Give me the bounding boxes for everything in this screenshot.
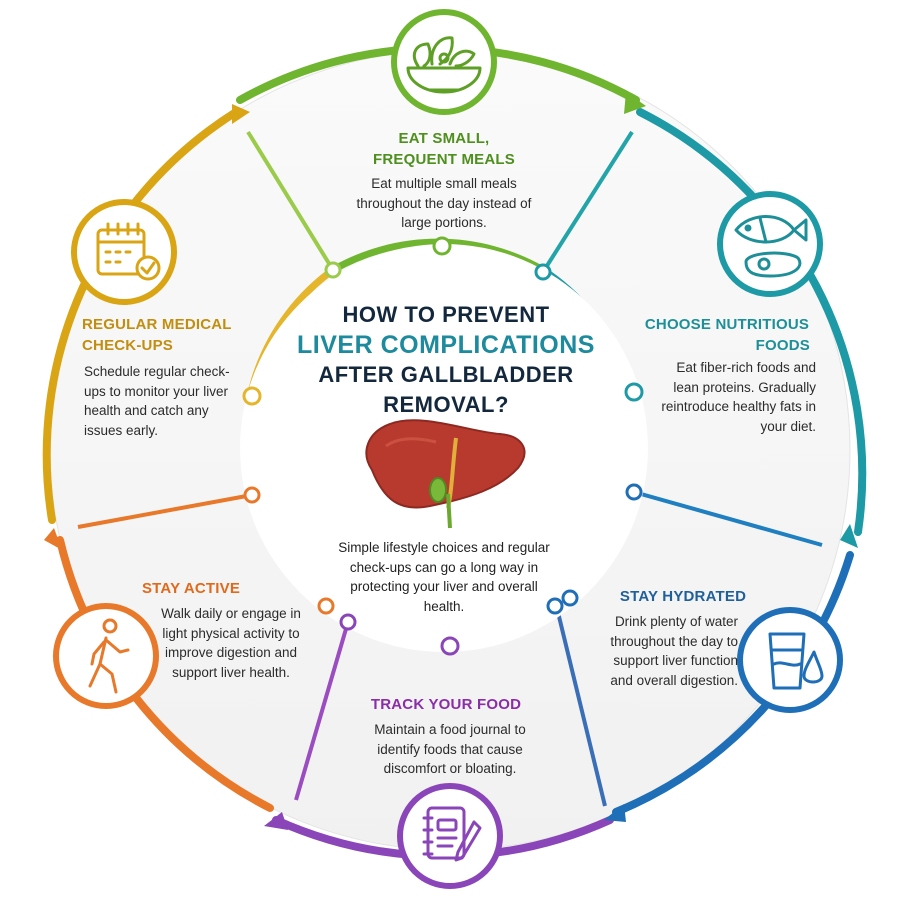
dot-bottom xyxy=(440,636,460,656)
nutrition-description: Eat fiber-rich foods and lean proteins. … xyxy=(661,360,816,434)
liver-illustration xyxy=(365,419,526,529)
arrow-active xyxy=(44,528,62,550)
center-title-line3: AFTER GALLBLADDER xyxy=(318,362,574,387)
connector-dots xyxy=(242,236,644,656)
arrow-nutrition xyxy=(840,524,858,548)
badge-checkups xyxy=(71,199,177,305)
meals-description: Eat multiple small meals throughout the … xyxy=(356,176,532,230)
center-title-line1: HOW TO PREVENT xyxy=(342,302,550,327)
calendar-check-icon xyxy=(96,222,161,281)
arrow-meals xyxy=(624,92,646,114)
badge-track xyxy=(397,783,503,889)
badge-hydrated xyxy=(737,607,843,713)
dot-top-left xyxy=(324,261,342,279)
spoke-track-active xyxy=(294,621,350,801)
dot-bottom-left-b xyxy=(317,597,335,615)
dot-top xyxy=(432,236,452,256)
checkups-description: Schedule regular check-ups to monitor yo… xyxy=(84,364,230,438)
arrow-checkups xyxy=(232,104,250,124)
dot-right-lower xyxy=(625,483,643,501)
hydrated-title: STAY HYDRATED xyxy=(619,588,747,605)
dot-bottom-right xyxy=(546,597,564,615)
nutrition-title-line1: CHOOSE NUTRITIOUS xyxy=(644,316,810,333)
nutrition-title: CHOOSE NUTRITIOUS FOODS xyxy=(628,314,826,356)
active-description: Walk daily or engage in light physical a… xyxy=(161,606,301,680)
meals-title-line2: FREQUENT MEALS xyxy=(373,151,515,168)
meals-title: EAT SMALL, FREQUENT MEALS xyxy=(330,128,558,170)
arrow-hydrated xyxy=(604,804,626,822)
water-glass-icon xyxy=(768,632,824,690)
outer-arc-checkups xyxy=(42,108,240,524)
outer-arc-nutrition xyxy=(636,108,867,536)
active-title: STAY ACTIVE xyxy=(141,580,241,597)
dot-bottom-left xyxy=(339,613,357,631)
center-title: HOW TO PREVENT LIVER COMPLICATIONS AFTER… xyxy=(296,300,596,420)
spoke-active-checkups xyxy=(77,493,253,529)
track-title: TRACK YOUR FOOD xyxy=(370,696,522,713)
spoke-meals-checkups xyxy=(246,130,335,272)
walking-person-icon xyxy=(88,618,130,694)
badge-nutrition xyxy=(717,191,823,297)
center-description: Simple lifestyle choices and regular che… xyxy=(338,540,550,614)
dot-top-right xyxy=(534,263,552,281)
hydrated-description: Drink plenty of water throughout the day… xyxy=(610,614,738,688)
checkups-title-line2: CHECK-UPS xyxy=(82,337,173,354)
track-description: Maintain a food journal to identify food… xyxy=(374,722,526,776)
dot-left xyxy=(242,386,262,406)
dot-left-lower xyxy=(243,486,261,504)
spoke-nutrition-hydrated xyxy=(633,490,823,547)
outer-arc-hydrated xyxy=(612,551,854,816)
dot-right xyxy=(624,382,644,402)
arrow-track xyxy=(264,812,288,830)
nutrition-title-line2: FOODS xyxy=(755,337,810,354)
badge-active xyxy=(53,603,159,709)
dot-bottom-right-b xyxy=(561,589,579,607)
center-title-line4: REMOVAL? xyxy=(383,392,509,417)
center-title-line2: LIVER COMPLICATIONS xyxy=(297,331,595,359)
checkups-title: REGULAR MEDICAL CHECK-UPS xyxy=(70,314,254,356)
spoke-meals-nutrition xyxy=(541,130,634,274)
meals-title-line1: EAT SMALL, xyxy=(398,130,490,147)
fish-steak-icon xyxy=(734,215,808,278)
salad-bowl-icon xyxy=(406,36,482,94)
spoke-hydrated-track xyxy=(553,599,607,807)
checkups-title-line1: REGULAR MEDICAL xyxy=(82,316,232,333)
journal-pen-icon xyxy=(422,806,482,862)
